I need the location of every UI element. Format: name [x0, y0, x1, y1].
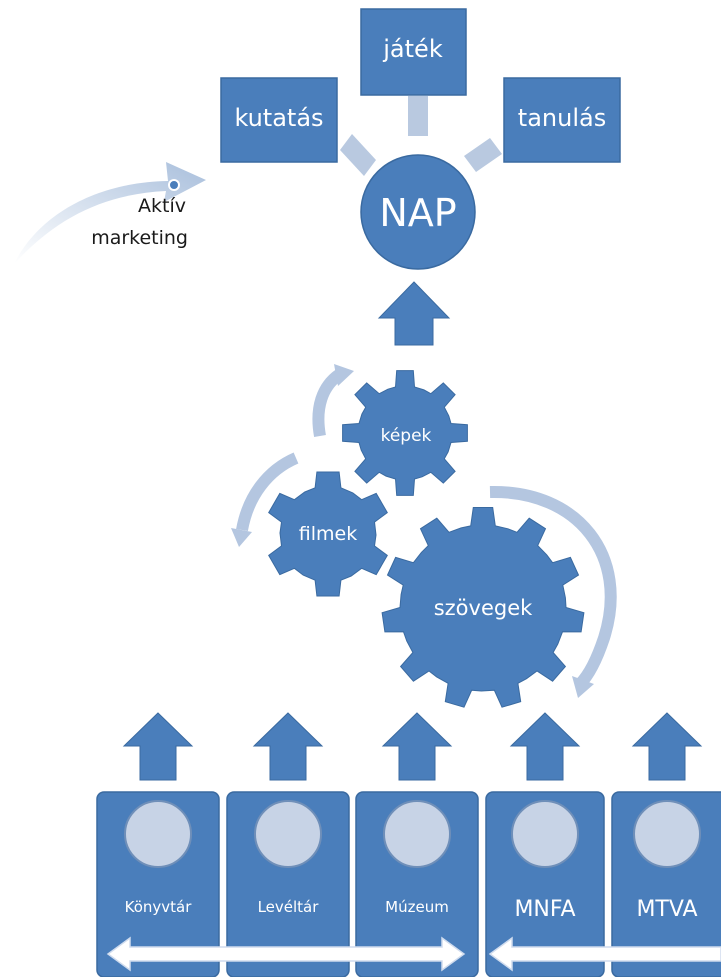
- up-arrow-icon: [381, 712, 453, 781]
- source-circle-icon: [254, 800, 322, 868]
- curved-arrow-icon: [236, 452, 299, 532]
- source-circle-icon: [124, 800, 192, 868]
- connector-learning: [464, 138, 502, 172]
- connector-game: [408, 96, 428, 136]
- gear-group: [268, 370, 585, 708]
- marketing-label-line2: marketing: [91, 227, 188, 249]
- source-label: MNFA: [514, 897, 575, 922]
- box-game-label: játék: [382, 35, 443, 63]
- up-arrow-icon: [122, 712, 194, 781]
- source-circle-icon: [633, 800, 701, 868]
- double-headed-arrow-icon: [106, 936, 466, 972]
- box-research-label: kutatás: [234, 104, 323, 132]
- double-arrows: [106, 936, 721, 972]
- connector-research: [340, 134, 376, 176]
- gear-icon: [381, 507, 585, 708]
- gear-label-images: képek: [381, 426, 432, 446]
- gear-icon: [342, 370, 468, 496]
- up-arrow-icon: [631, 712, 703, 781]
- center-circle: [360, 154, 476, 270]
- source-label: Múzeum: [385, 898, 449, 916]
- source-pillars: Könyvtár Levéltár Múzeum MNFA MTVA: [96, 791, 721, 977]
- up-arrow-icon: [252, 712, 324, 781]
- source-circle-icon: [383, 800, 451, 868]
- curved-arrow-icon: [312, 369, 344, 438]
- arrowhead-icon: [231, 528, 252, 547]
- up-arrow-icon: [509, 712, 581, 781]
- center-label: NAP: [379, 191, 456, 235]
- box-game: [360, 8, 467, 96]
- box-learning: [503, 77, 621, 163]
- arrowhead-icon: [572, 676, 594, 698]
- source-label: Könyvtár: [125, 898, 193, 916]
- box-learning-label: tanulás: [518, 104, 606, 132]
- source-label: Levéltár: [258, 898, 320, 916]
- arrowhead-icon: [334, 364, 354, 386]
- source-label: MTVA: [636, 897, 697, 922]
- curved-arrow-icon: [489, 485, 617, 689]
- gear-label-films: filmek: [299, 523, 357, 545]
- bullet-dot-icon: [168, 179, 180, 191]
- top-cluster: játék kutatás tanulás NAP: [220, 8, 621, 270]
- marketing-label-line1: Aktív: [138, 195, 186, 217]
- source-arrows: [122, 712, 703, 781]
- curved-arrow-icon: [14, 162, 206, 264]
- double-headed-arrow-icon: [488, 936, 721, 972]
- gear-label-texts: szövegek: [434, 596, 533, 620]
- source-circle-icon: [511, 800, 579, 868]
- cycle-arrows: [231, 364, 617, 698]
- box-research: [220, 77, 338, 163]
- marketing-arrow: Aktív marketing: [14, 162, 206, 264]
- up-arrow-icon: [377, 281, 451, 346]
- gear-icon: [268, 471, 388, 597]
